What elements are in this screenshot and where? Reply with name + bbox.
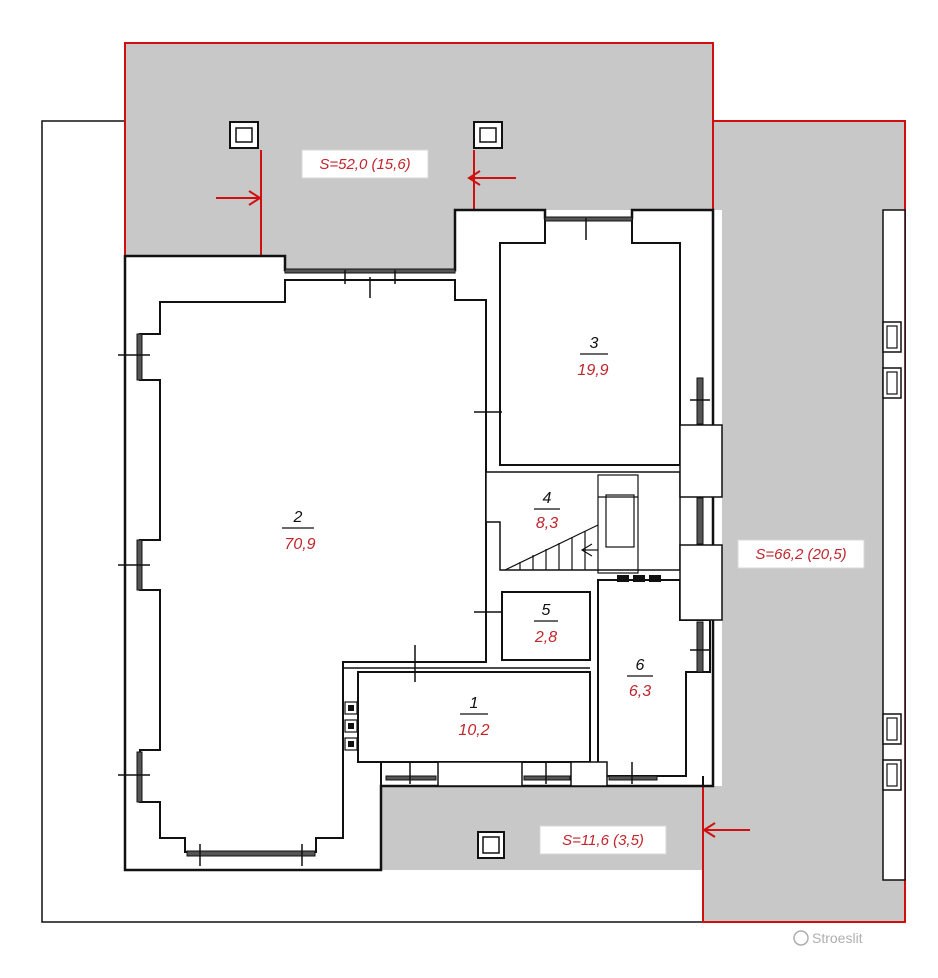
room-1-outline — [357, 671, 591, 763]
terrace-label-top: S=52,0 (15,6) — [301, 149, 429, 179]
room-2-outline — [139, 279, 487, 853]
room-label-3: 3 19,9 — [577, 335, 608, 379]
svg-text:4: 4 — [543, 490, 552, 507]
staircase — [504, 474, 639, 574]
svg-text:2,8: 2,8 — [534, 629, 557, 646]
svg-text:8,3: 8,3 — [536, 515, 558, 532]
room-5-outline — [501, 591, 591, 661]
svg-text:70,9: 70,9 — [284, 536, 315, 553]
terrace-label-bottom: S=11,6 (3,5) — [539, 825, 667, 855]
room-1-cabinets-inner — [348, 705, 354, 747]
right-facade — [882, 209, 906, 881]
south-wall-piers — [437, 761, 608, 787]
room-6-appliances — [617, 575, 661, 582]
chimney-icons — [229, 121, 505, 859]
svg-text:S=11,6 (3,5): S=11,6 (3,5) — [562, 832, 644, 849]
svg-text:5: 5 — [542, 602, 551, 619]
site-outline — [41, 120, 703, 923]
svg-text:10,2: 10,2 — [458, 722, 489, 739]
terrace-label-right: S=66,2 (20,5) — [737, 539, 865, 569]
room-label-2: 2 70,9 — [282, 509, 316, 553]
svg-text:3: 3 — [590, 335, 599, 352]
opening-ticks — [118, 218, 710, 866]
east-wall-piers — [679, 424, 723, 621]
svg-text:S=52,0 (15,6): S=52,0 (15,6) — [319, 156, 410, 173]
svg-text:2: 2 — [293, 509, 303, 526]
room-label-1: 1 10,2 — [458, 695, 489, 739]
room-label-6: 6 6,3 — [627, 657, 653, 700]
room-3-outline — [499, 217, 681, 466]
svg-text:Stroeslit: Stroeslit — [812, 930, 863, 946]
svg-text:S=66,2 (20,5): S=66,2 (20,5) — [755, 546, 846, 563]
svg-text:6: 6 — [636, 657, 645, 674]
south-wall — [380, 762, 704, 787]
terrace-right — [703, 121, 905, 922]
room-4-outline — [485, 471, 681, 571]
svg-text:19,9: 19,9 — [577, 362, 608, 379]
svg-text:6,3: 6,3 — [629, 683, 651, 700]
svg-text:1: 1 — [470, 695, 479, 712]
room-label-5: 5 2,8 — [534, 602, 558, 646]
right-facade-inner — [886, 325, 898, 787]
terrace-arrows — [216, 170, 750, 838]
watermark: Stroeslit — [793, 930, 863, 946]
windows — [136, 216, 704, 857]
room-label-4: 4 8,3 — [534, 490, 560, 532]
